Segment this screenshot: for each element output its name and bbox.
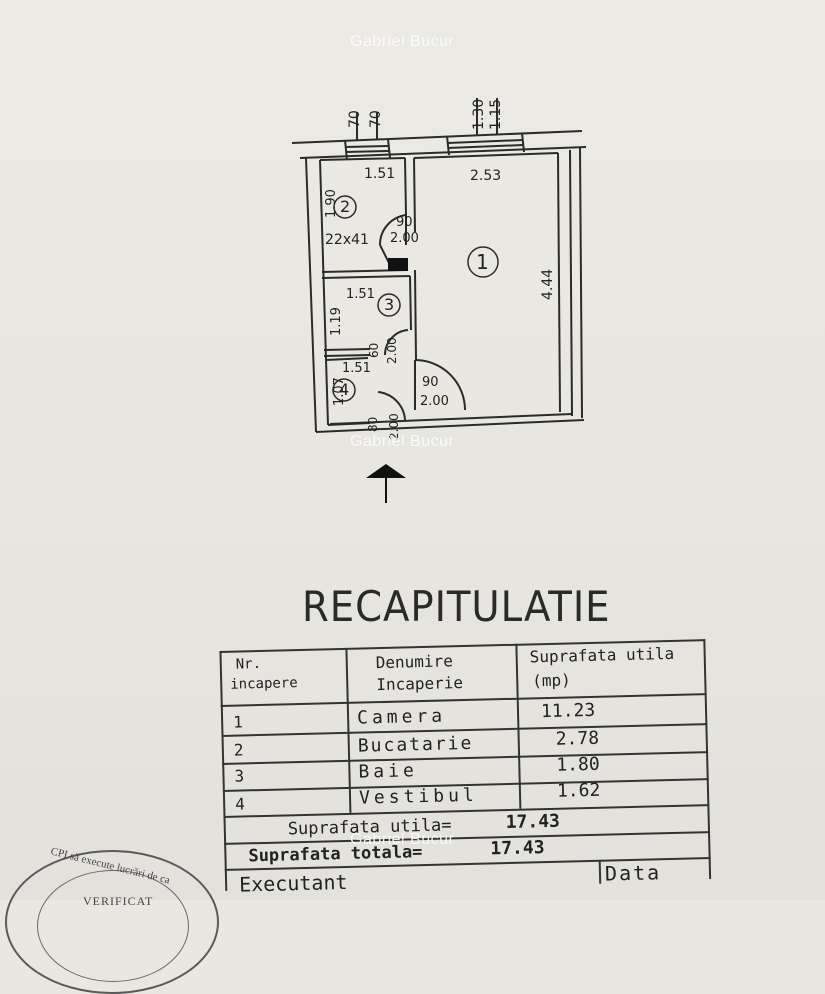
room3-marker <box>377 293 401 317</box>
room1-marker <box>467 246 499 278</box>
row-4-area: 1.62 <box>556 779 601 802</box>
entrance-arrow-icon <box>366 464 406 503</box>
room2-height: 1.90 <box>324 189 339 218</box>
row-3-name: Baie <box>358 760 419 783</box>
dim-window1-a: 70 <box>347 110 363 128</box>
row-2-nr: 2 <box>233 740 244 760</box>
dim-window1-b: 70 <box>368 110 384 128</box>
bath-door-width: 60 <box>367 343 381 358</box>
room-door-width: 90 <box>422 375 439 390</box>
row-1-nr: 1 <box>232 712 244 732</box>
row-4-name: Vestibul <box>358 784 479 809</box>
watermark-top: Gabriel Bucur <box>350 33 455 50</box>
room3-height: 1.19 <box>329 307 344 336</box>
util-value: 17.43 <box>505 810 561 834</box>
room4-height: 1.07 <box>332 377 347 406</box>
entry-door-height: 2.00 <box>387 413 401 440</box>
header-area-2: (mp) <box>532 670 572 691</box>
dim-window2-b: 1.15 <box>488 99 504 130</box>
stamp-word: VERIFICAT <box>83 894 154 908</box>
dim-window2-a: 1.30 <box>471 99 487 130</box>
total-value: 17.43 <box>490 837 545 860</box>
floor-plan: 70 70 1.30 1.15 1.51 2.53 2 1 3 4 1.90 4… <box>291 98 587 503</box>
header-nr: Nr. <box>235 655 262 673</box>
kitchen-door-height: 2.00 <box>390 231 419 246</box>
row-1-area: 11.23 <box>540 699 596 723</box>
bath-door-height: 2.00 <box>385 337 399 364</box>
room4-marker <box>332 378 356 402</box>
row-3-nr: 3 <box>234 766 245 786</box>
watermark-middle: Gabriel Bucur <box>350 433 455 450</box>
header-nr-2: incapere <box>230 675 298 693</box>
header-area: Suprafata utila <box>529 643 675 667</box>
authorization-stamp: CPI să execute lucrări de ca VERIFICAT <box>5 845 219 994</box>
row-2-area: 2.78 <box>555 727 600 750</box>
header-name: Denumire <box>375 651 454 673</box>
room1-height: 4.44 <box>540 269 556 300</box>
room3-number: 3 <box>384 295 394 314</box>
vent-size: 22x41 <box>325 232 369 248</box>
row-1-name: Camera <box>356 705 447 729</box>
room-door-height: 2.00 <box>420 394 449 409</box>
row-3-area: 1.80 <box>556 753 600 776</box>
room2-number: 2 <box>340 197 350 216</box>
entry-door-width: 80 <box>366 417 380 432</box>
header-name-2: Incaperie <box>376 673 464 695</box>
room4-number: 4 <box>339 380 349 399</box>
room3-width: 1.51 <box>346 287 375 302</box>
room2-marker <box>333 195 357 219</box>
row-4-nr: 4 <box>234 794 246 814</box>
executant-label: Executant <box>238 869 348 897</box>
room2-width: 1.51 <box>364 166 395 182</box>
recap-title: RECAPITULATIE <box>302 582 611 631</box>
data-label: Data <box>604 860 662 886</box>
plan-document <box>0 0 825 900</box>
kitchen-door-width: 90 <box>396 215 413 230</box>
recap-table: Nr. incapere Denumire Incaperie Suprafat… <box>219 621 714 913</box>
vent-duct <box>388 258 408 271</box>
room1-number: 1 <box>476 250 489 274</box>
room4-width: 1.51 <box>342 361 371 376</box>
room1-width: 2.53 <box>470 168 501 184</box>
watermark-bottom: Gabriel Bucur <box>350 831 455 848</box>
row-2-name: Bucatarie <box>357 732 474 757</box>
